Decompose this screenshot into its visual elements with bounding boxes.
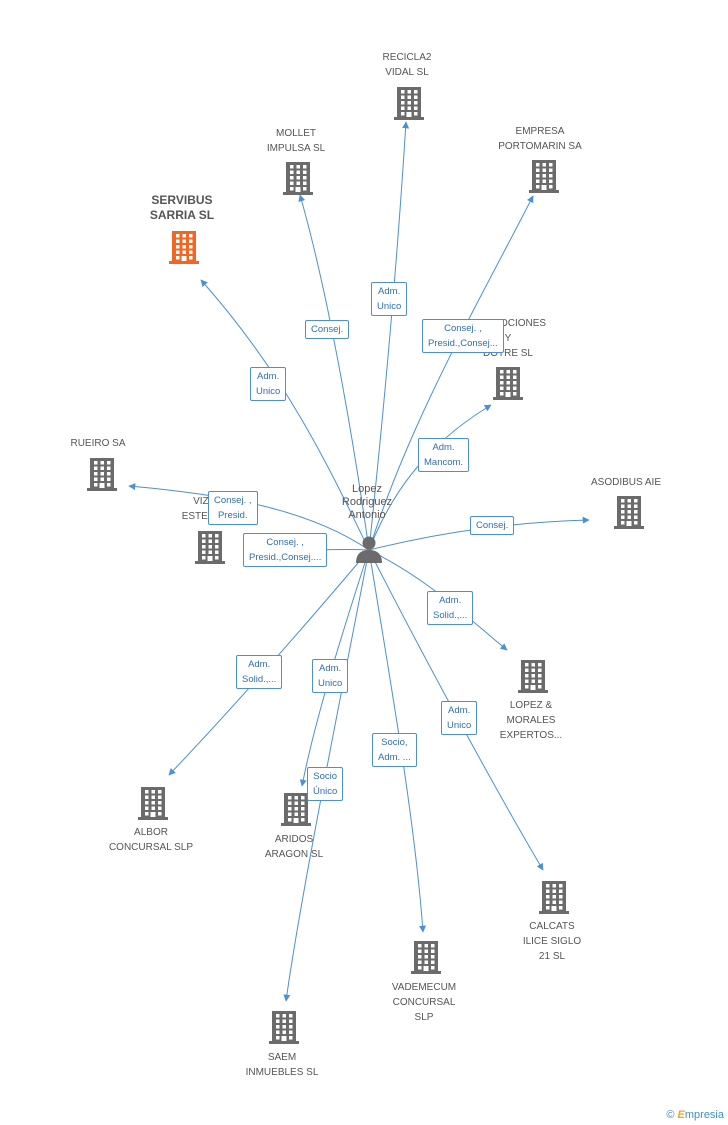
building-icon-calcats[interactable]: [539, 881, 569, 914]
building-icon-albor[interactable]: [138, 787, 168, 820]
node-label-promociones[interactable]: PROMOCIONES Y DOTRE SL: [469, 318, 547, 359]
edge-label-mollet[interactable]: Consej.: [305, 320, 350, 339]
edge-label-vizoso[interactable]: Consej. , Presid.,Consej....: [243, 533, 328, 567]
building-icon-servibus[interactable]: [169, 231, 199, 264]
edge-label-servibus[interactable]: Adm. Unico: [250, 367, 287, 401]
edge-label-asodibus[interactable]: Consej.: [470, 516, 515, 535]
building-icon-mollet[interactable]: [283, 162, 313, 195]
edge-label-albor[interactable]: Adm. Solid.,...: [236, 655, 283, 689]
node-label-saem[interactable]: SAEM INMUEBLES SL: [245, 1052, 319, 1078]
building-icon-asodibus[interactable]: [614, 496, 644, 529]
edge-label-lopezmorales[interactable]: Adm. Solid.,...: [427, 591, 474, 625]
building-icon-aridos[interactable]: [281, 793, 311, 826]
building-icon-vizoso[interactable]: [195, 531, 225, 564]
edge-servibus: [200, 279, 370, 551]
building-icon-rueiro[interactable]: [87, 458, 117, 491]
building-icon-saem[interactable]: [269, 1011, 299, 1044]
node-label-recicla2[interactable]: RECICLA2 VIDAL SL: [382, 52, 432, 78]
edge-label-promociones[interactable]: Adm. Mancom.: [418, 438, 470, 472]
edge-label-vademecum[interactable]: Socio, Adm. ...: [372, 733, 417, 767]
node-label-portomarin[interactable]: EMPRESA PORTOMARIN SA: [498, 126, 582, 152]
edge-rueiro: [128, 483, 370, 551]
node-label-mollet[interactable]: MOLLET IMPULSA SL: [266, 128, 326, 154]
brand-name: mpresia: [684, 1109, 724, 1121]
node-label-albor[interactable]: ALBOR CONCURSAL SLP: [108, 827, 194, 853]
node-label-rueiro[interactable]: RUEIRO SA: [70, 438, 126, 449]
edge-mollet: [298, 194, 370, 551]
edge-label-calcats[interactable]: Adm. Unico: [441, 701, 478, 735]
nodes-layer: [87, 87, 644, 1044]
building-icon-vademecum[interactable]: [411, 941, 441, 974]
node-label-lopezmorales[interactable]: LOPEZ & MORALES EXPERTOS...: [499, 700, 563, 741]
edge-label-recicla2[interactable]: Adm. Unico: [371, 282, 408, 316]
edge-label-rueiro[interactable]: Consej. , Presid.: [208, 491, 258, 525]
building-icon-recicla2[interactable]: [394, 87, 424, 120]
edge-recicla2: [368, 121, 410, 551]
node-label-vademecum[interactable]: VADEMECUM CONCURSAL SLP: [391, 982, 457, 1023]
building-icon-portomarin[interactable]: [529, 160, 559, 193]
node-label-servibus[interactable]: SERVIBUS SARRIA SL: [149, 193, 215, 222]
brand-initial: E: [677, 1109, 685, 1121]
edge-portomarin: [368, 195, 534, 551]
node-label-asodibus[interactable]: ASODIBUS AIE: [590, 477, 662, 488]
node-label-calcats[interactable]: CALCATS ILICE SIGLO 21 SL: [522, 921, 582, 962]
building-icon-lopezmorales[interactable]: [518, 660, 548, 693]
building-icon-promociones[interactable]: [493, 367, 523, 400]
edge-label-portomarin[interactable]: Consej. , Presid.,Consej...: [422, 319, 504, 353]
empresia-brand: ©Empresia: [666, 1109, 724, 1121]
copyright-symbol: ©: [666, 1109, 675, 1121]
edge-label-saem[interactable]: Socio Único: [307, 767, 344, 801]
person-icon[interactable]: [356, 536, 382, 564]
node-label-aridos[interactable]: ARIDOS ARAGON SL: [264, 834, 324, 860]
edge-label-aridos[interactable]: Adm. Unico: [312, 659, 349, 693]
center-person-label[interactable]: Lopez Rodriguez Antonio: [341, 483, 393, 521]
